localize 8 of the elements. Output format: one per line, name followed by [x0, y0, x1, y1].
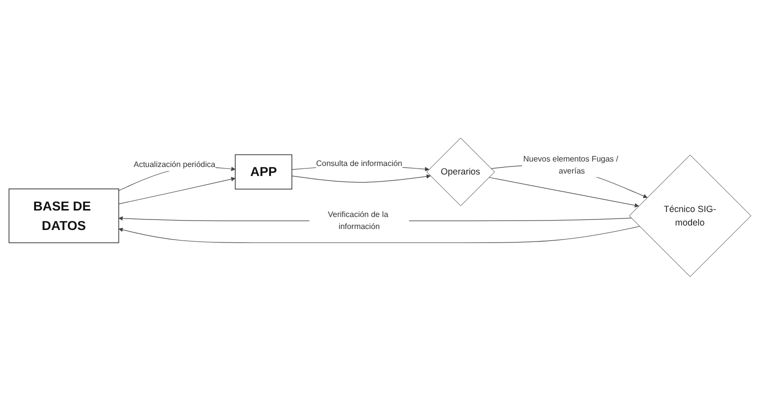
arrow: [488, 176, 639, 208]
node-box: APP: [234, 154, 292, 190]
node-diamond: Técnico SIG-modelo: [629, 154, 752, 277]
arrow: [118, 176, 236, 204]
node-diamond: Operarios: [426, 137, 495, 206]
arrow: [118, 226, 640, 243]
arrow: [292, 174, 431, 182]
node-box: BASE DE DATOS: [8, 188, 120, 243]
